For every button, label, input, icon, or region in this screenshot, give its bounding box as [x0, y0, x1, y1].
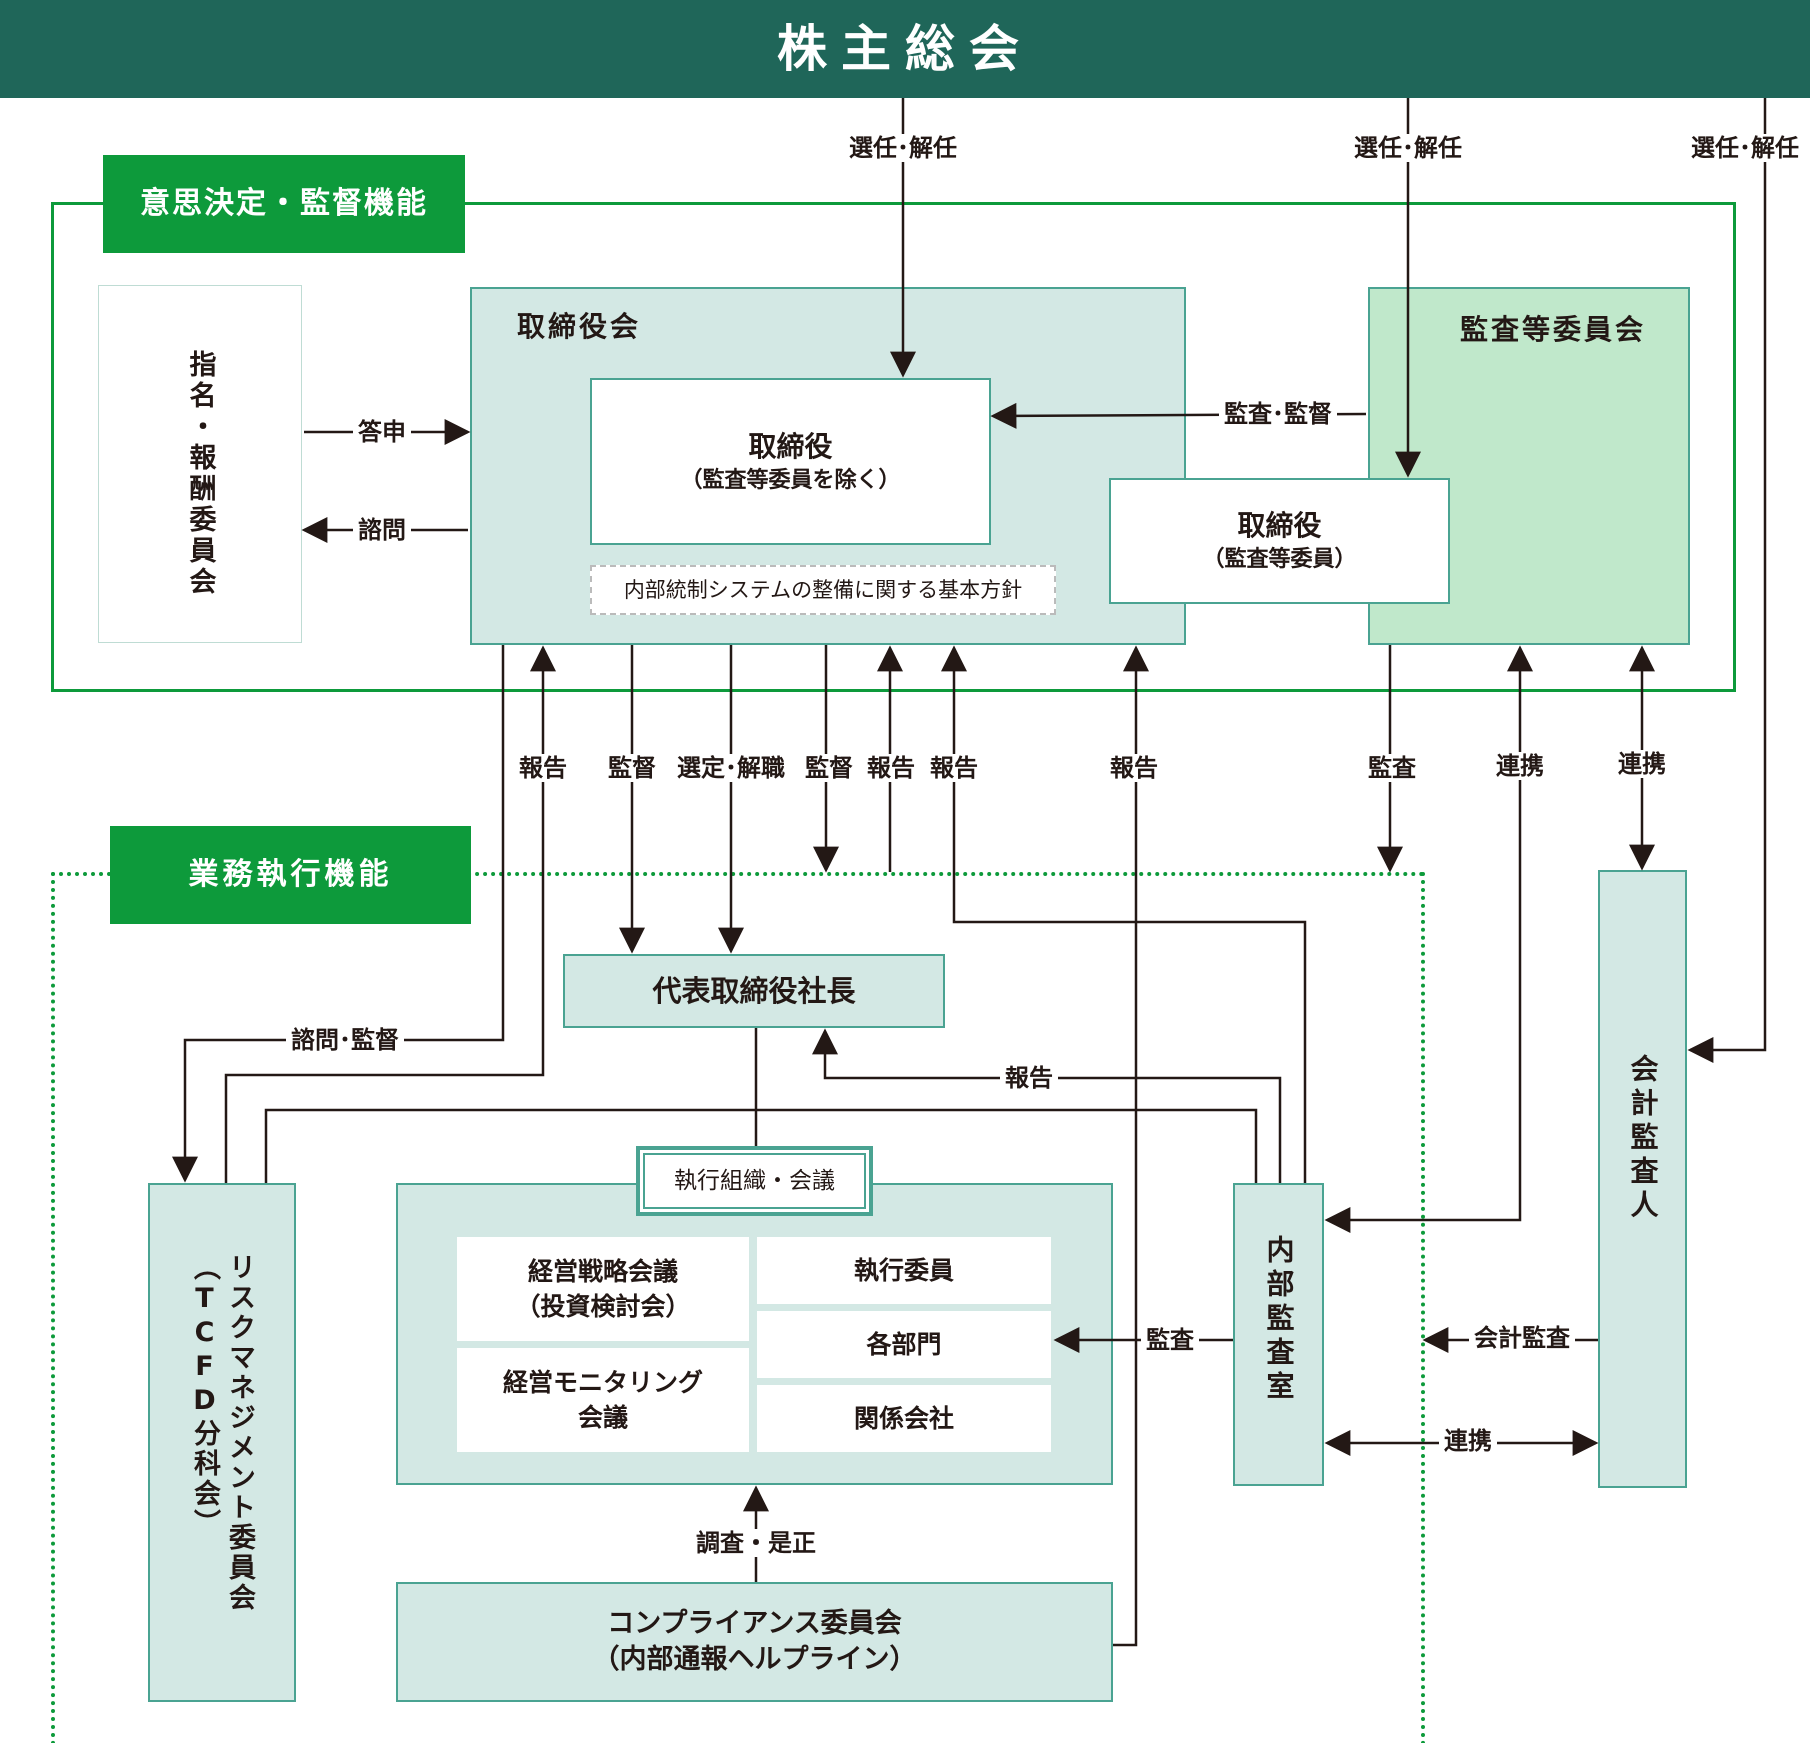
elect-label-2: 選任･解任 [1349, 134, 1467, 162]
strategy-meeting-cell: 経営戦略会議 （投資検討会） [457, 1237, 749, 1341]
execution-section-frame [51, 872, 1425, 1743]
compliance-committee: コンプライアンス委員会 （内部通報ヘルプライン） [396, 1582, 1113, 1702]
audit-label-a: 監査 [1363, 754, 1421, 782]
elect-label-1: 選任･解任 [844, 134, 962, 162]
investigate-correct-label: 調査・是正 [691, 1529, 821, 1557]
audit-supervise-label: 監査･監督 [1219, 400, 1337, 428]
appoint-dismiss-label: 選定･解職 [672, 754, 790, 782]
report-label-a: 報告 [514, 754, 572, 782]
monitoring-line2: 会議 [577, 1403, 628, 1432]
cooperate-label-c: 連携 [1439, 1427, 1497, 1455]
risk-label: リスクマネジメント委員会 [224, 1253, 255, 1613]
audit-label-b: 監査 [1141, 1326, 1199, 1354]
policy-label: 内部統制システムの整備に関する基本方針 [623, 577, 1023, 602]
internal-audit-label: 内部監査室 [1262, 1235, 1296, 1405]
supervise-label-a: 監督 [603, 754, 661, 782]
audit-supervisory-committee [1368, 287, 1690, 645]
report-label-d: 報告 [1105, 754, 1163, 782]
execution-section-label: 業務執行機能 [188, 857, 393, 892]
monitoring-line1: 経営モニタリング [502, 1368, 703, 1397]
exec-org-title-box: 執行組織・会議 [636, 1146, 873, 1216]
accounting-auditor-label: 会計監査人 [1626, 1054, 1660, 1224]
report-label-b: 報告 [862, 754, 920, 782]
internal-audit-office: 内部監査室 [1233, 1183, 1324, 1486]
strategy-line1: 経営戦略会議 [527, 1257, 678, 1286]
decision-section-tab: 意思決定・監督機能 [103, 155, 465, 253]
risk-management-committee: リスクマネジメント委員会 （TCFD分科会） [148, 1183, 296, 1702]
report-label-e: 報告 [1000, 1064, 1058, 1092]
consult-label: 諮問 [353, 516, 411, 544]
accounting-audit-label: 会計監査 [1469, 1324, 1575, 1352]
audit-directors-title: 取締役 [1237, 509, 1322, 542]
report-answer-label: 答申 [353, 418, 411, 446]
departments-cell: 各部門 [757, 1311, 1051, 1378]
elect-label-3: 選任･解任 [1686, 134, 1804, 162]
exec-officers-cell: 執行委員 [757, 1237, 1051, 1304]
internal-control-policy: 内部統制システムの整備に関する基本方針 [590, 565, 1056, 615]
nomination-label: 指名・報酬委員会 [184, 350, 216, 598]
exec-officers-label: 執行委員 [853, 1256, 954, 1285]
risk-sublabel: （TCFD分科会） [189, 1253, 220, 1539]
compliance-line2: （内部通報ヘルプライン） [592, 1644, 917, 1675]
directors-subtitle: （監査等委員を除く） [680, 467, 901, 493]
cooperate-label-a: 連携 [1491, 752, 1549, 780]
supervise-label-b: 監督 [800, 754, 858, 782]
board-label: 取締役会 [517, 310, 642, 343]
audit-directors-subtitle: （監査等委員） [1202, 547, 1357, 573]
departments-label: 各部門 [866, 1330, 942, 1359]
directors-title: 取締役 [748, 429, 833, 463]
nomination-remuneration-committee: 指名・報酬委員会 [98, 285, 302, 643]
report-label-c: 報告 [925, 754, 983, 782]
cooperate-label-b: 連携 [1613, 750, 1671, 778]
affiliates-cell: 関係会社 [757, 1385, 1051, 1452]
compliance-line1: コンプライアンス委員会 [607, 1607, 902, 1639]
directors-box: 取締役 （監査等委員を除く） [590, 378, 991, 545]
president-label: 代表取締役社長 [652, 973, 856, 1008]
consult-supervise-label: 諮問･監督 [286, 1026, 404, 1054]
strategy-line2: （投資検討会） [515, 1292, 691, 1321]
affiliates-label: 関係会社 [853, 1404, 954, 1433]
monitoring-meeting-cell: 経営モニタリング 会議 [457, 1348, 749, 1452]
audit-directors-box: 取締役 （監査等委員） [1109, 478, 1450, 604]
audit-committee-label: 監査等委員会 [1460, 313, 1647, 346]
exec-org-label: 執行組織・会議 [674, 1167, 835, 1194]
decision-section-label: 意思決定・監督機能 [140, 186, 428, 221]
banner-title: 株主総会 [777, 20, 1033, 78]
execution-section-tab: 業務執行機能 [110, 826, 471, 924]
president-box: 代表取締役社長 [563, 954, 945, 1028]
accounting-auditor: 会計監査人 [1598, 870, 1687, 1488]
shareholders-meeting-banner: 株主総会 [0, 0, 1810, 98]
